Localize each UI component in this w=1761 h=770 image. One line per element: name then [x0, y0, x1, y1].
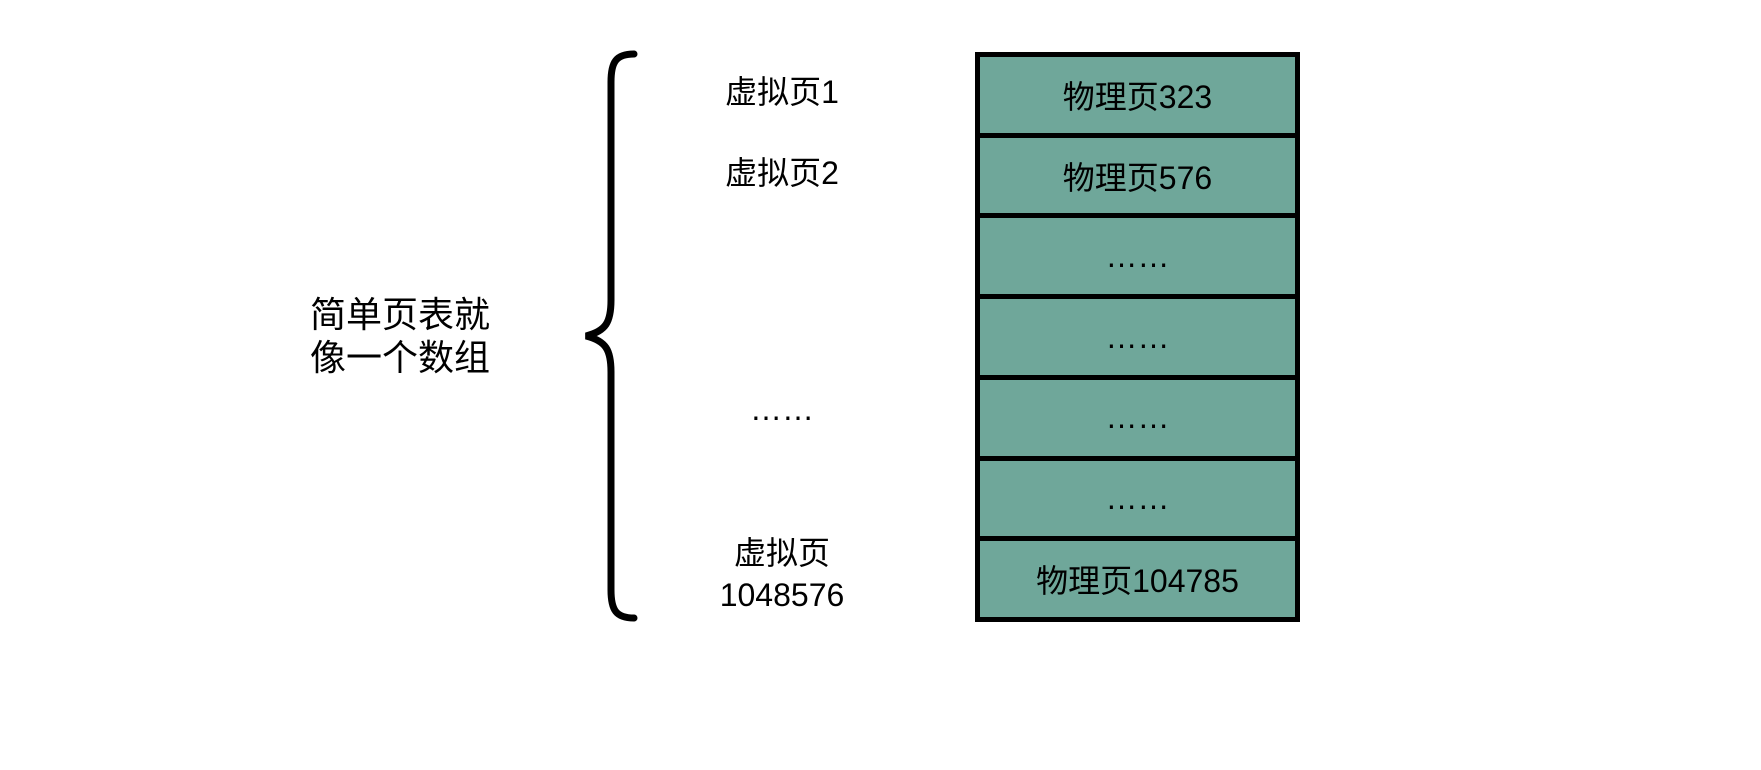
page-table-array: 物理页323 物理页576 …… …… …… …… 物理页104785: [975, 52, 1300, 622]
page-table-cell-3: ……: [980, 218, 1295, 295]
virtual-page-label-1: 虚拟页1: [725, 74, 839, 111]
physical-page-ellipsis-2: ……: [1105, 318, 1170, 355]
page-table-cell-2: 物理页576: [980, 137, 1295, 214]
virtual-page-label-last: 虚拟页 1048576: [719, 535, 845, 613]
physical-page-ellipsis-4: ……: [1105, 479, 1170, 516]
virtual-page-ellipsis-label: ……: [750, 391, 814, 428]
page-table-cell-1: 物理页323: [980, 57, 1295, 133]
physical-page-ellipsis-1: ……: [1105, 237, 1170, 274]
physical-page-label-2: 物理页576: [1062, 159, 1213, 196]
page-table-cell-7: 物理页104785: [980, 541, 1295, 618]
diagram-title: 简单页表就 像一个数组: [309, 294, 490, 379]
virtual-page-label-2: 虚拟页2: [725, 155, 839, 192]
page-table-cell-4: ……: [980, 299, 1295, 375]
physical-page-ellipsis-3: ……: [1105, 399, 1170, 436]
physical-page-label-last: 物理页104785: [1036, 563, 1239, 600]
page-table-cell-5: ……: [980, 379, 1295, 456]
curly-brace: [585, 50, 638, 622]
page-table-cell-6: ……: [980, 460, 1295, 537]
physical-page-label-1: 物理页323: [1062, 78, 1213, 115]
